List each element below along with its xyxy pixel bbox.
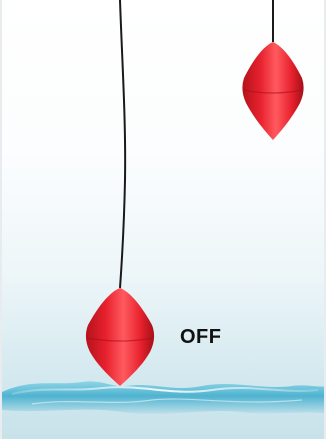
switch-status-label: OFF [180,326,222,349]
lower-float-cable [120,0,125,288]
lower-float-body [86,288,154,386]
upper-float [242,0,303,140]
lower-float [86,0,154,386]
water-surface [2,381,326,414]
